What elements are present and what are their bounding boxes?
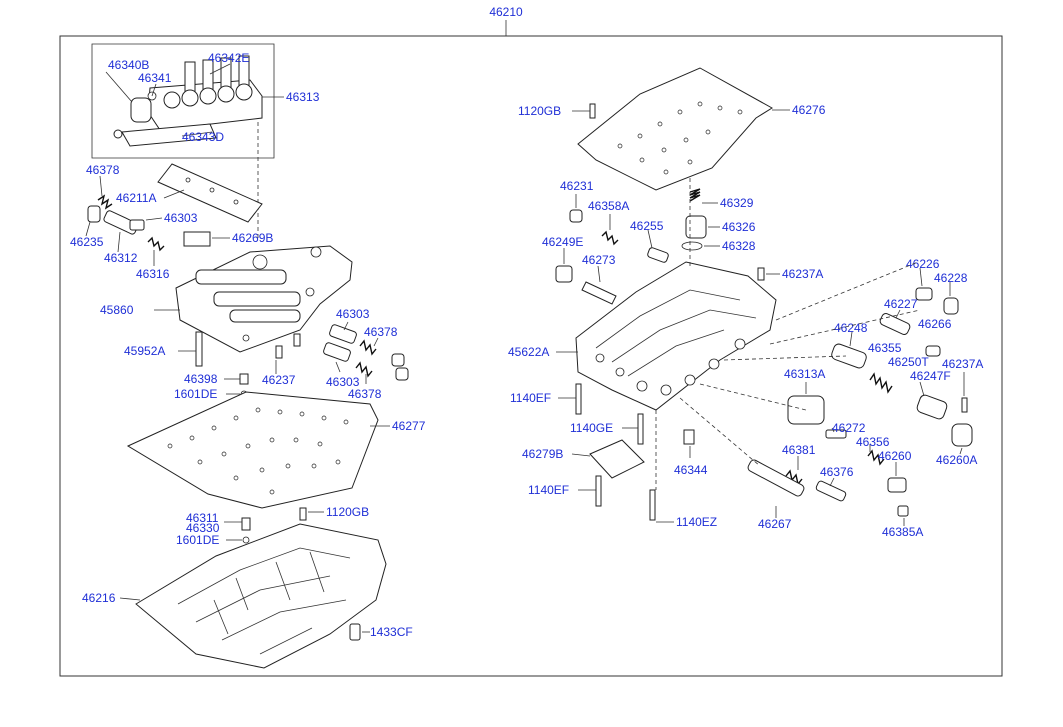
part-label-46249E[interactable]: 46249E <box>542 235 583 249</box>
valve-body-45622A <box>575 261 777 411</box>
part-label-1140EF-upper[interactable]: 1140EF <box>510 391 551 405</box>
solenoid-subassembly-box <box>91 43 275 159</box>
part-label-46376[interactable]: 46376 <box>820 465 854 479</box>
part-label-46235[interactable]: 46235 <box>70 235 104 249</box>
part-label-46328[interactable]: 46328 <box>722 239 756 253</box>
part-label-46210[interactable]: 46210 <box>489 5 523 19</box>
part-label-46356[interactable]: 46356 <box>856 435 890 449</box>
part-label-46237[interactable]: 46237 <box>262 373 296 387</box>
solenoid-46313A <box>787 395 825 425</box>
part-label-46312[interactable]: 46312 <box>104 251 138 265</box>
part-label-46211A[interactable]: 46211A <box>116 191 156 205</box>
part-label-45860[interactable]: 45860 <box>100 303 134 317</box>
part-label-46344[interactable]: 46344 <box>674 463 708 477</box>
separator-plate-46277 <box>126 391 379 509</box>
part-label-46378-upper[interactable]: 46378 <box>86 163 120 177</box>
part-label-46272[interactable]: 46272 <box>832 421 866 435</box>
part-label-46248[interactable]: 46248 <box>834 321 868 335</box>
part-label-46228[interactable]: 46228 <box>934 271 968 285</box>
part-label-46316[interactable]: 46316 <box>136 267 170 281</box>
part-label-1601DE-lower[interactable]: 1601DE <box>176 533 219 547</box>
part-label-45622A[interactable]: 45622A <box>508 345 549 359</box>
part-label-46342E[interactable]: 46342E <box>208 51 249 65</box>
part-label-46355[interactable]: 46355 <box>868 341 902 355</box>
part-label-46378-lower[interactable]: 46378 <box>348 387 382 401</box>
part-label-46329[interactable]: 46329 <box>720 196 754 210</box>
part-label-46303-upper[interactable]: 46303 <box>164 211 198 225</box>
part-label-46326[interactable]: 46326 <box>722 220 756 234</box>
solenoid-subassembly <box>113 55 263 147</box>
lower-valve-body-46216 <box>135 523 387 669</box>
part-label-46237A-upper[interactable]: 46237A <box>782 267 823 281</box>
part-label-1601DE-upper[interactable]: 1601DE <box>174 387 217 401</box>
dowel-1433CF <box>349 623 361 641</box>
part-label-46250T[interactable]: 46250T <box>888 355 929 369</box>
part-label-45952A[interactable]: 45952A <box>124 344 165 358</box>
part-label-46266[interactable]: 46266 <box>918 317 952 331</box>
part-label-46343D[interactable]: 46343D <box>182 130 224 144</box>
part-label-46277[interactable]: 46277 <box>392 419 426 433</box>
part-label-46311[interactable]: 46311 <box>186 511 219 525</box>
part-label-46276[interactable]: 46276 <box>792 103 826 117</box>
valve-46267 <box>747 459 805 497</box>
part-label-46226[interactable]: 46226 <box>906 257 940 271</box>
part-label-46273[interactable]: 46273 <box>582 253 616 267</box>
part-label-46381[interactable]: 46381 <box>782 443 816 457</box>
part-label-46303-lower[interactable]: 46303 <box>326 375 360 389</box>
part-label-46247F[interactable]: 46247F <box>910 369 951 383</box>
part-label-46313[interactable]: 46313 <box>286 90 320 104</box>
part-label-46358A[interactable]: 46358A <box>588 199 629 213</box>
part-label-46341[interactable]: 46341 <box>138 71 172 85</box>
part-label-46269B[interactable]: 46269B <box>232 231 273 245</box>
part-label-46255[interactable]: 46255 <box>630 219 664 233</box>
part-label-1120GB-lower[interactable]: 1120GB <box>326 505 369 519</box>
part-label-46237A-right[interactable]: 46237A <box>942 357 983 371</box>
part-label-46385A[interactable]: 46385A <box>882 525 923 539</box>
part-label-46260A[interactable]: 46260A <box>936 453 977 467</box>
part-label-46267[interactable]: 46267 <box>758 517 792 531</box>
part-label-1140EZ[interactable]: 1140EZ <box>676 515 717 529</box>
part-label-46303-mid[interactable]: 46303 <box>336 307 370 321</box>
gasket-46211A <box>157 163 263 223</box>
part-label-46216[interactable]: 46216 <box>82 591 116 605</box>
plate-46276 <box>577 67 773 191</box>
diagram-frame <box>59 35 1003 677</box>
part-label-1120GB-upper[interactable]: 1120GB <box>518 104 561 118</box>
part-label-46231[interactable]: 46231 <box>560 179 594 193</box>
part-label-46330[interactable]: 46330 <box>186 521 220 535</box>
part-label-1140EF-lower[interactable]: 1140EF <box>528 483 569 497</box>
part-label-46398-upper[interactable]: 46398 <box>184 372 218 386</box>
part-label-46378-mid[interactable]: 46378 <box>364 325 398 339</box>
screen-46269B <box>183 231 211 247</box>
part-label-46260[interactable]: 46260 <box>878 449 912 463</box>
part-label-46227[interactable]: 46227 <box>884 297 918 311</box>
part-label-1433CF[interactable]: 1433CF <box>370 625 413 639</box>
part-label-46313A[interactable]: 46313A <box>784 367 825 381</box>
part-label-46340B[interactable]: 46340B <box>108 58 149 72</box>
part-label-46279B[interactable]: 46279B <box>522 447 563 461</box>
pin-45952A <box>195 331 203 367</box>
part-label-1140GE[interactable]: 1140GE <box>570 421 613 435</box>
